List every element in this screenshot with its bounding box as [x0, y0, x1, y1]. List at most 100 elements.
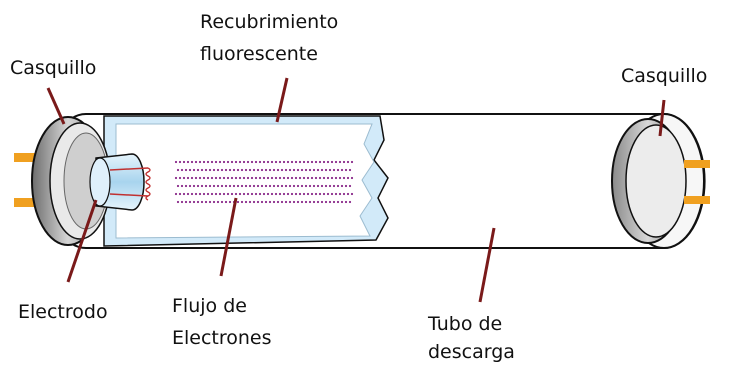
electron-dot: [196, 200, 200, 204]
electron-dot: [340, 168, 344, 172]
electron-dot: [186, 192, 190, 196]
electron-dot: [306, 176, 310, 180]
electron-dot: [194, 160, 198, 164]
electron-dot: [346, 160, 350, 164]
electron-dot: [188, 200, 192, 204]
electron-dot: [342, 160, 346, 164]
electron-dot: [316, 168, 320, 172]
electron-dot: [278, 192, 282, 196]
label-casquillo-left: Casquillo: [10, 57, 97, 79]
electron-dot: [254, 176, 258, 180]
electron-dot: [192, 184, 196, 188]
electron-dot: [236, 200, 240, 204]
electron-dot: [292, 200, 296, 204]
electron-dot: [348, 168, 352, 172]
electron-dot: [326, 176, 330, 180]
electron-dot: [290, 160, 294, 164]
label-casquillo-right: Casquillo: [621, 65, 708, 87]
electron-dot: [186, 160, 190, 164]
electron-dot: [286, 160, 290, 164]
electron-dot: [178, 160, 182, 164]
electron-dot: [190, 192, 194, 196]
electron-dot: [314, 160, 318, 164]
electron-dot: [338, 176, 342, 180]
electron-flow: [174, 160, 354, 204]
electrode-wire-top: [109, 167, 149, 171]
electron-dot: [252, 200, 256, 204]
electron-dot: [278, 176, 282, 180]
leader-electrodo: [66, 199, 98, 283]
electron-dot: [302, 176, 306, 180]
electron-dot: [180, 200, 184, 204]
electron-dot: [310, 192, 314, 196]
electron-dot: [344, 184, 348, 188]
electron-dot: [194, 176, 198, 180]
electron-dot: [334, 192, 338, 196]
electron-dot: [234, 160, 238, 164]
electron-dot: [326, 160, 330, 164]
electron-dot: [188, 168, 192, 172]
electron-dot: [214, 192, 218, 196]
electron-dot: [258, 160, 262, 164]
electron-dot: [318, 160, 322, 164]
electron-dot: [346, 176, 350, 180]
electron-dot: [180, 168, 184, 172]
electron-dot: [282, 192, 286, 196]
label-tubo-line2: descarga: [428, 341, 515, 363]
electron-dot: [220, 168, 224, 172]
electron-dot: [248, 200, 252, 204]
electron-dot: [270, 160, 274, 164]
electron-dot: [208, 168, 212, 172]
electron-dot: [222, 192, 226, 196]
electron-dot: [290, 192, 294, 196]
electron-dot: [174, 192, 178, 196]
electron-dot: [296, 168, 300, 172]
electron-dot: [280, 200, 284, 204]
electron-dot: [216, 200, 220, 204]
electron-dot: [296, 184, 300, 188]
electron-dot: [330, 176, 334, 180]
electron-dot: [238, 160, 242, 164]
electron-dot: [202, 176, 206, 180]
electron-dot: [228, 168, 232, 172]
electron-dot: [224, 200, 228, 204]
electron-dot: [196, 168, 200, 172]
electron-dot: [292, 184, 296, 188]
electron-dot: [248, 184, 252, 188]
electron-dot: [218, 176, 222, 180]
electron-dot: [262, 192, 266, 196]
electron-dot: [300, 168, 304, 172]
electron-dot: [324, 168, 328, 172]
electron-dot: [268, 184, 272, 188]
electron-dot: [190, 160, 194, 164]
electron-dot: [280, 184, 284, 188]
electron-dot: [308, 200, 312, 204]
electron-dot: [192, 168, 196, 172]
electron-dot: [234, 192, 238, 196]
electron-dot: [326, 192, 330, 196]
electron-dot: [276, 184, 280, 188]
electron-dot: [336, 184, 340, 188]
electron-dot: [336, 168, 340, 172]
electron-dot: [316, 200, 320, 204]
electron-dot: [296, 200, 300, 204]
electron-dot: [298, 160, 302, 164]
electron-dot: [262, 160, 266, 164]
electron-dot: [298, 176, 302, 180]
electron-dot: [280, 168, 284, 172]
electron-dot: [240, 184, 244, 188]
electron-dot: [222, 176, 226, 180]
electrode-front: [89, 157, 111, 207]
electron-dot: [330, 160, 334, 164]
electron-dot: [248, 168, 252, 172]
electron-dot: [250, 192, 254, 196]
electron-dot: [210, 176, 214, 180]
electron-dot: [330, 192, 334, 196]
electron-dot: [294, 192, 298, 196]
electron-dot: [278, 160, 282, 164]
electron-dot: [320, 200, 324, 204]
electron-dot: [234, 176, 238, 180]
electron-dot: [308, 184, 312, 188]
electron-dot: [232, 168, 236, 172]
left-pin-bottom: [14, 198, 44, 207]
